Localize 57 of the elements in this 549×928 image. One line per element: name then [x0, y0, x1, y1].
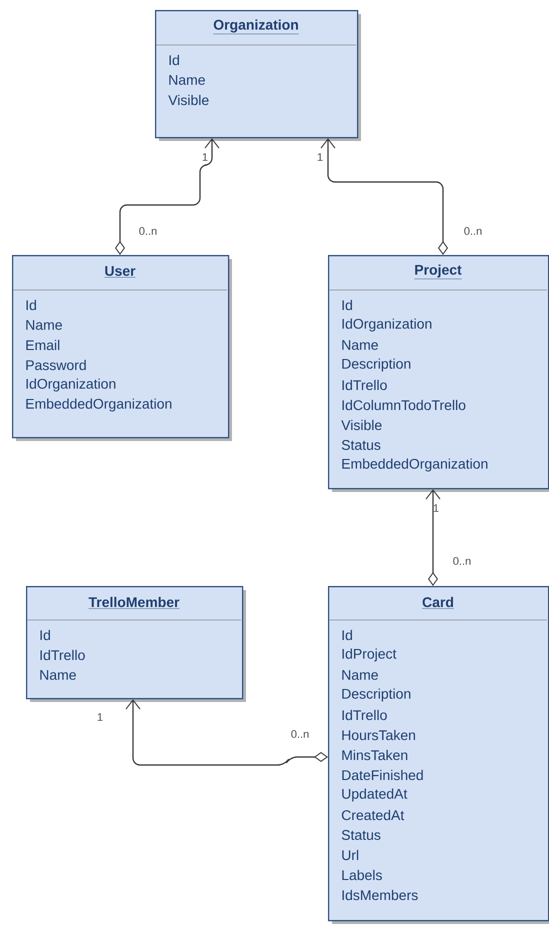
multiplicity-label: 1 — [318, 153, 323, 161]
multiplicity-label: 1 — [202, 153, 208, 161]
attribute: IdsMembers — [342, 890, 418, 900]
attribute: HoursTaken — [342, 730, 415, 740]
attribute: Id — [170, 54, 179, 66]
class-name: Card — [422, 596, 454, 609]
multiplicity-label: 1 — [98, 713, 103, 721]
multiplicity-label: 0..n — [464, 227, 482, 235]
attribute: UpdatedAt — [342, 788, 408, 802]
multiplicity-label: 0..n — [453, 557, 470, 565]
attribute: Description — [342, 358, 410, 372]
association-arrow — [126, 699, 328, 766]
attribute: Visible — [341, 420, 382, 430]
attribute: IdOrganization — [26, 378, 116, 392]
class-name: Organization — [213, 19, 299, 34]
attribute: EmbeddedOrganization — [342, 458, 488, 472]
class-box — [328, 255, 549, 492]
attribute: Name — [26, 320, 62, 330]
attribute: Name — [40, 670, 76, 680]
attribute: Visible — [168, 94, 209, 106]
attribute: Url — [342, 850, 358, 860]
attribute: Status — [342, 440, 380, 450]
attribute: Id — [40, 630, 50, 640]
multiplicity-label: 1 — [434, 504, 439, 512]
attribute: EmbeddedOrganization — [26, 398, 172, 412]
attribute: Password — [26, 360, 86, 370]
attribute: Id — [342, 300, 352, 310]
attribute: Labels — [342, 870, 382, 880]
class-name: Project — [414, 264, 462, 280]
class-box — [26, 586, 246, 702]
attribute: Description — [342, 688, 410, 702]
association-arrow — [115, 138, 220, 255]
attribute: Email — [26, 340, 60, 350]
attribute: Status — [342, 830, 380, 840]
attribute: Name — [342, 340, 378, 350]
class-name: User — [104, 266, 136, 278]
attribute: MinsTaken — [342, 750, 408, 760]
attribute: Name — [342, 670, 378, 680]
attribute: Id — [342, 630, 352, 640]
attribute: IdTrello — [40, 650, 85, 660]
attribute: IdOrganization — [342, 318, 432, 332]
association-arrow — [320, 138, 448, 255]
association-arrow — [426, 489, 440, 586]
multiplicity-label: 0..n — [139, 227, 156, 235]
class-box — [328, 586, 549, 924]
attribute: IdTrello — [342, 710, 387, 720]
attribute: DateFinished — [342, 770, 423, 780]
class-name: TrelloMember — [88, 596, 180, 609]
attribute: IdProject — [342, 648, 396, 662]
class-box — [12, 255, 232, 441]
multiplicity-label: 0..n — [291, 730, 308, 738]
attribute: CreatedAt — [342, 810, 404, 820]
attribute: IdColumnTodoTrello — [342, 400, 466, 410]
attribute: IdTrello — [342, 380, 387, 390]
attribute: Id — [26, 300, 36, 310]
attribute: Name — [169, 75, 205, 85]
class-box — [155, 10, 361, 141]
